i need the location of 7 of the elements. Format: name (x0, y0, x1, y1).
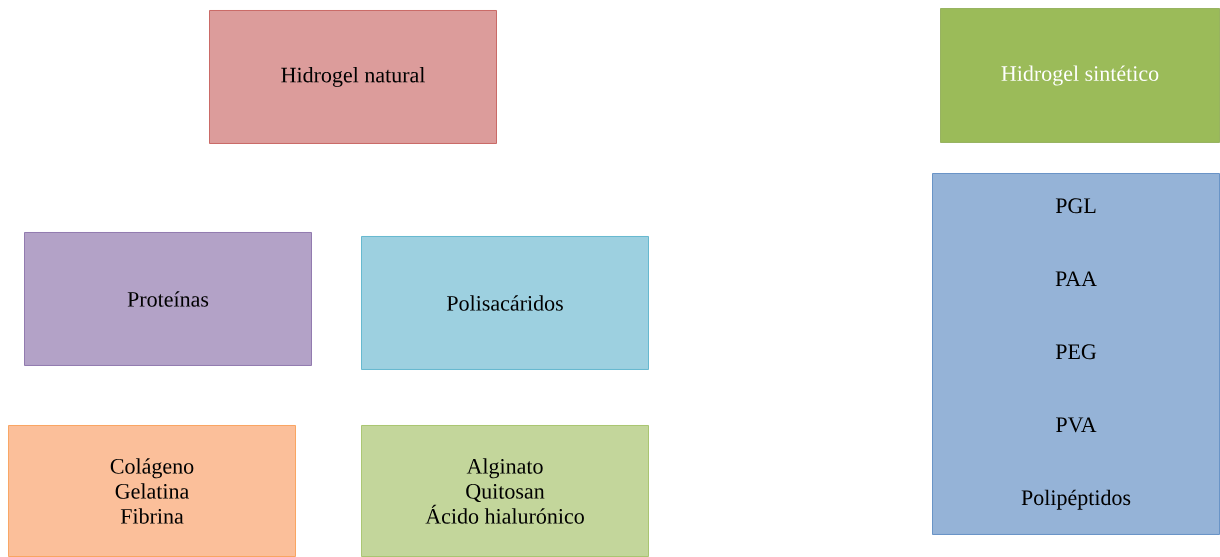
category-box: Hidrogel sintético (940, 8, 1220, 143)
category-box: Colágeno Gelatina Fibrina (8, 425, 296, 557)
category-box: Polisacáridos (361, 236, 649, 370)
category-box: Hidrogel natural (209, 10, 497, 144)
category-box: Proteínas (24, 232, 312, 366)
category-box: PGL PAA PEG PVA Polipéptidos (932, 173, 1220, 535)
category-box: Alginato Quitosan Ácido hialurónico (361, 425, 649, 557)
